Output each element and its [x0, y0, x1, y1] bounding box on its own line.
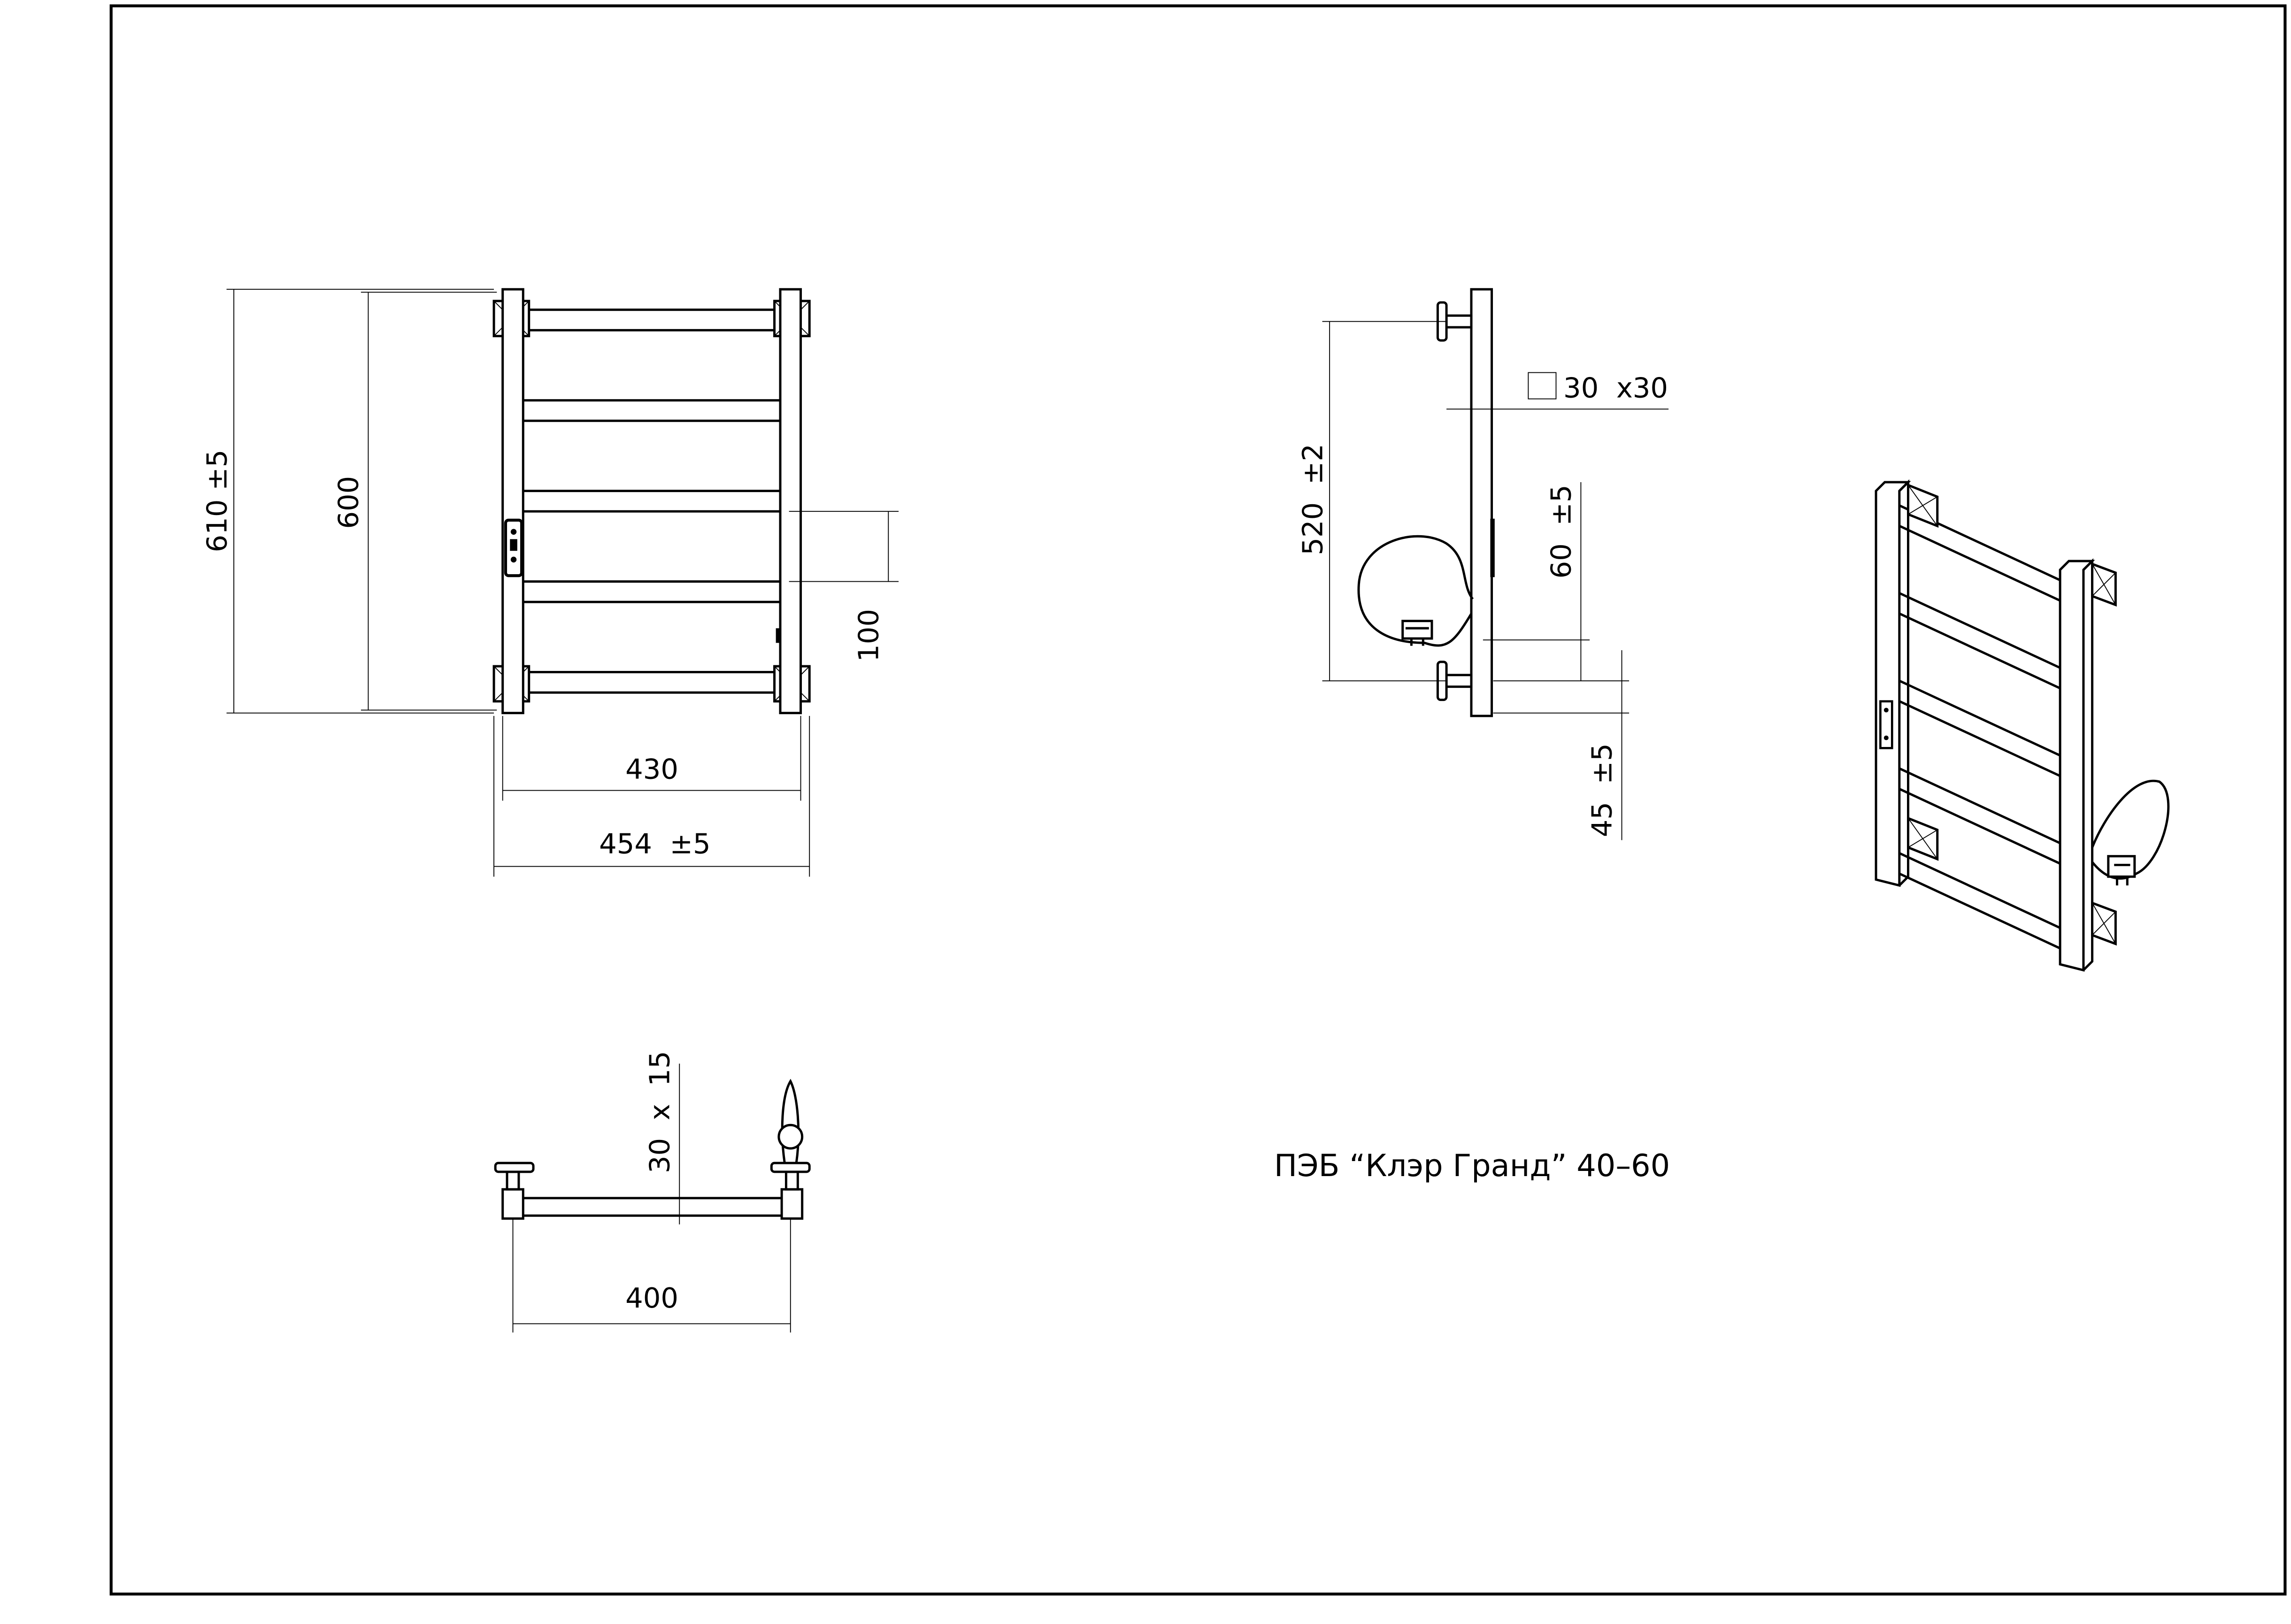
dimension-bottom-offset: 45 ±5 — [1493, 650, 1630, 840]
square-profile-icon — [1528, 372, 1557, 400]
dim-label: 100 — [853, 609, 885, 662]
dim-label: 600 — [332, 476, 365, 529]
dimension-mount-spacing: 520 ±2 — [1297, 321, 1447, 682]
dim-label: 454 ±5 — [599, 827, 711, 860]
right-end — [780, 1188, 804, 1220]
dimension-total-width: 454 ±5 — [493, 716, 810, 877]
power-cable — [1357, 535, 1474, 647]
rungs — [519, 308, 784, 694]
dimension-rung-pitch: 100 — [789, 511, 899, 662]
iso-plug-icon — [2107, 855, 2136, 885]
control-logo-icon — [504, 518, 523, 577]
iso-right-post — [2059, 560, 2095, 972]
plug-icon — [1401, 620, 1433, 646]
dimension-profile: 30 x30 — [1446, 371, 1669, 410]
right-post — [779, 288, 802, 715]
dim-label: 45 ±5 — [1586, 743, 1618, 837]
left-mount — [494, 1162, 535, 1191]
product-title: ПЭБ “Клэр Гранд” 40–60 — [1274, 1148, 1670, 1184]
iso-brackets — [1907, 483, 2117, 946]
dim-label: 30 x30 — [1563, 371, 1668, 404]
dimension-rung-profile: 30 x 15 — [643, 1051, 680, 1224]
iso-power-cable — [2091, 779, 2170, 880]
dimension-mount-width: 430 — [502, 716, 801, 801]
switch — [1490, 518, 1495, 577]
top-view: 30 x 15 400 — [494, 1051, 811, 1333]
dim-label: 610 ±5 — [201, 450, 233, 553]
cable-outlet — [776, 628, 780, 643]
dimension-wall-distance: 400 — [512, 1218, 791, 1333]
dimension-mount-height: 600 — [332, 292, 497, 711]
left-end — [501, 1188, 524, 1220]
isometric-view — [1875, 479, 2170, 972]
side-view: 520 ±2 30 x30 60 ±5 45 ±5 — [1297, 288, 1669, 840]
iso-rungs — [1895, 502, 2064, 952]
dim-label: 430 — [625, 753, 678, 785]
dim-label: 30 x 15 — [643, 1051, 676, 1173]
left-post — [501, 288, 524, 715]
rung-top — [520, 1197, 786, 1217]
side-post — [1470, 288, 1493, 717]
iso-logo-icon — [1879, 700, 1893, 749]
dimension-cable-offset: 60 ±5 — [1483, 482, 1630, 682]
dim-label: 520 ±2 — [1297, 444, 1329, 555]
drawing-frame — [109, 4, 2287, 1596]
front-view: 610 ±5 600 100 430 454 ±5 — [201, 288, 899, 877]
dimension-total-height: 610 ±5 — [201, 289, 494, 714]
dim-label: 400 — [625, 1282, 678, 1314]
right-mount-with-cable — [770, 1078, 811, 1191]
dim-label: 60 ±5 — [1545, 485, 1577, 578]
